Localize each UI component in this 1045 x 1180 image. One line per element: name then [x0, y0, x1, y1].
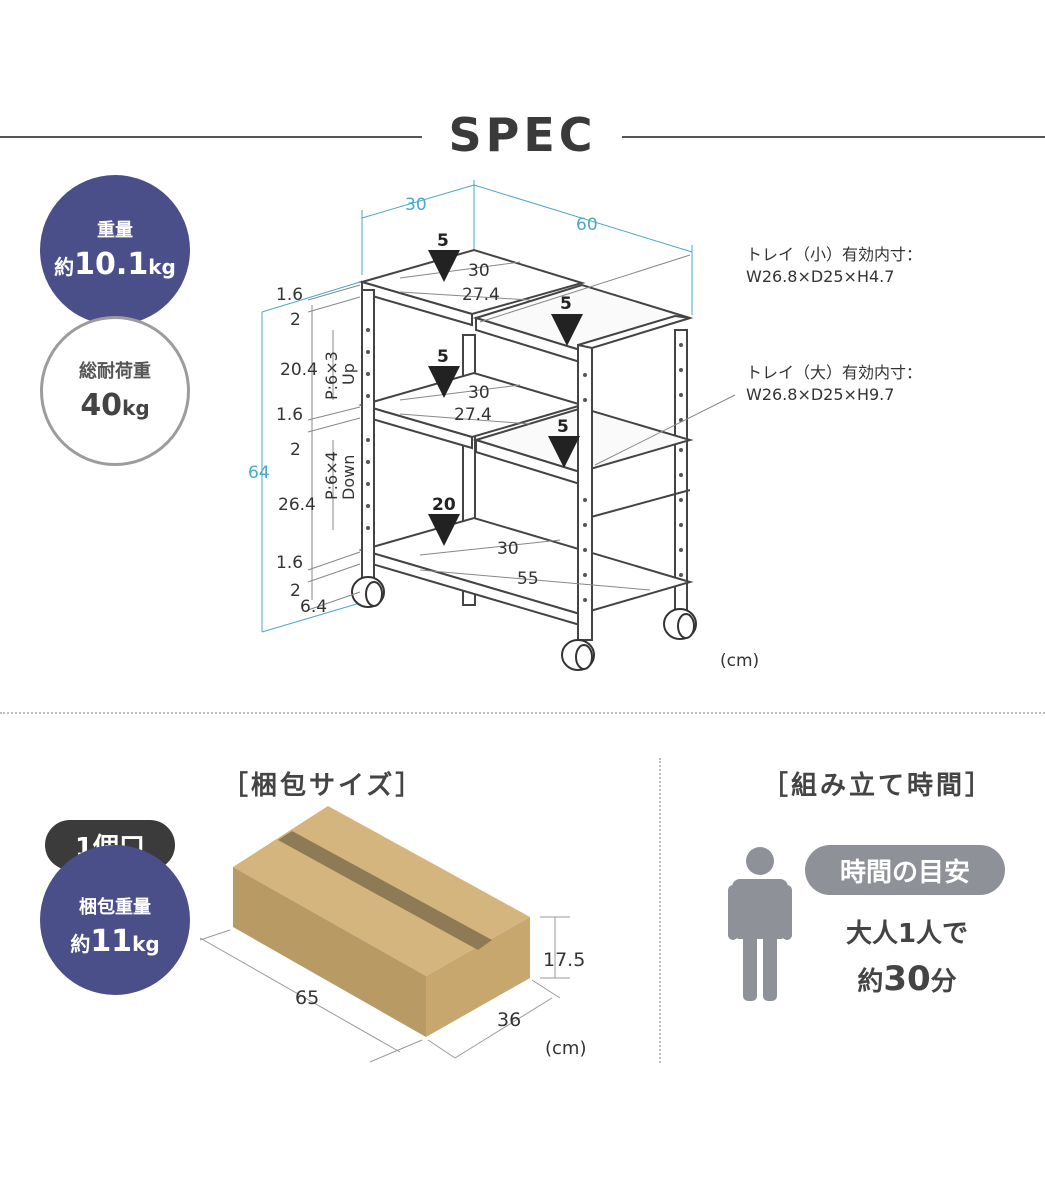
- mid-shelf-depth: 30: [468, 383, 490, 403]
- mid-shelf-inner: 27.4: [454, 405, 492, 425]
- left-dim-1: 1.6: [276, 285, 303, 305]
- tray-small-load-value: 5: [560, 294, 572, 314]
- package-weight-value: 約11kg: [70, 923, 160, 959]
- load-arrows: [428, 250, 583, 546]
- weight-label: 重量: [97, 220, 133, 242]
- left-dim-8: 2: [290, 581, 301, 601]
- diagram-unit: (cm): [720, 651, 759, 671]
- left-dim-6: 26.4: [278, 495, 316, 515]
- mid-load-value: 5: [437, 347, 449, 367]
- time-estimate-text: 大人1人で 約30分: [812, 915, 1002, 1005]
- package-unit: (cm): [545, 1038, 586, 1059]
- dimension-lines: [261, 180, 693, 633]
- wagon-diagram: 30 60 64: [248, 180, 922, 671]
- load-capacity-badge: 総耐荷重 40kg: [40, 316, 190, 466]
- pitch-upper: P:6×3: [322, 351, 341, 400]
- header-rule-right: [622, 136, 1045, 138]
- dim-width-label: 60: [576, 215, 598, 235]
- tray-small-label: トレイ（小）有効内寸：: [746, 245, 922, 264]
- tray-large-label: トレイ（大）有効内寸：: [746, 363, 922, 382]
- top-shelf-depth: 30: [468, 261, 490, 281]
- header-rule-left: [0, 136, 422, 138]
- column-divider: [659, 758, 661, 1063]
- left-dim-4: 1.6: [276, 405, 303, 425]
- package-box-illustration: 65 36 17.5 (cm): [199, 806, 586, 1063]
- top-load-value: 5: [437, 231, 449, 251]
- left-dim-7: 1.6: [276, 553, 303, 573]
- bottom-shelf-width: 55: [517, 569, 539, 589]
- package-weight-badge: 梱包重量 約11kg: [40, 845, 190, 995]
- left-dim-2: 2: [290, 310, 301, 330]
- post-holes: [366, 328, 683, 602]
- caster-wheels: [351, 576, 697, 671]
- bottom-load-value: 20: [432, 495, 456, 515]
- pitch-lower-direction: Down: [339, 455, 358, 500]
- package-weight-label: 梱包重量: [79, 897, 151, 919]
- time-estimate-badge: 時間の目安: [805, 845, 1005, 895]
- assembly-title: ［組み立て時間］: [762, 771, 995, 801]
- package-height: 17.5: [543, 949, 585, 971]
- dim-depth-label: 30: [405, 195, 427, 215]
- person-icon: [728, 847, 792, 1001]
- dim-height-label: 64: [248, 463, 270, 483]
- tray-large-load-value: 5: [557, 417, 569, 437]
- package-width: 36: [497, 1009, 521, 1031]
- top-shelf-inner: 27.4: [462, 285, 500, 305]
- weight-badge: 重量 約10.1kg: [40, 175, 190, 325]
- package-title: ［梱包サイズ］: [222, 771, 425, 801]
- pitch-upper-direction: Up: [339, 363, 358, 385]
- pitch-lower: P:6×4: [322, 451, 341, 500]
- page-title: SPEC: [448, 108, 597, 162]
- time-line-2: 約30分: [857, 959, 957, 999]
- weight-value: 約10.1kg: [54, 246, 176, 282]
- package-length: 65: [295, 987, 319, 1009]
- time-line-1: 大人1人で: [845, 919, 969, 949]
- tray-large-dims: W26.8×D25×H9.7: [746, 385, 894, 404]
- load-label: 総耐荷重: [79, 361, 151, 383]
- left-dim-3: 20.4: [280, 360, 318, 380]
- bottom-shelf-depth: 30: [497, 539, 519, 559]
- load-value: 40kg: [80, 387, 150, 423]
- tray-small-dims: W26.8×D25×H4.7: [746, 267, 894, 286]
- left-dim-9: 6.4: [300, 597, 327, 617]
- section-divider: [0, 712, 1045, 714]
- left-dim-5: 2: [290, 440, 301, 460]
